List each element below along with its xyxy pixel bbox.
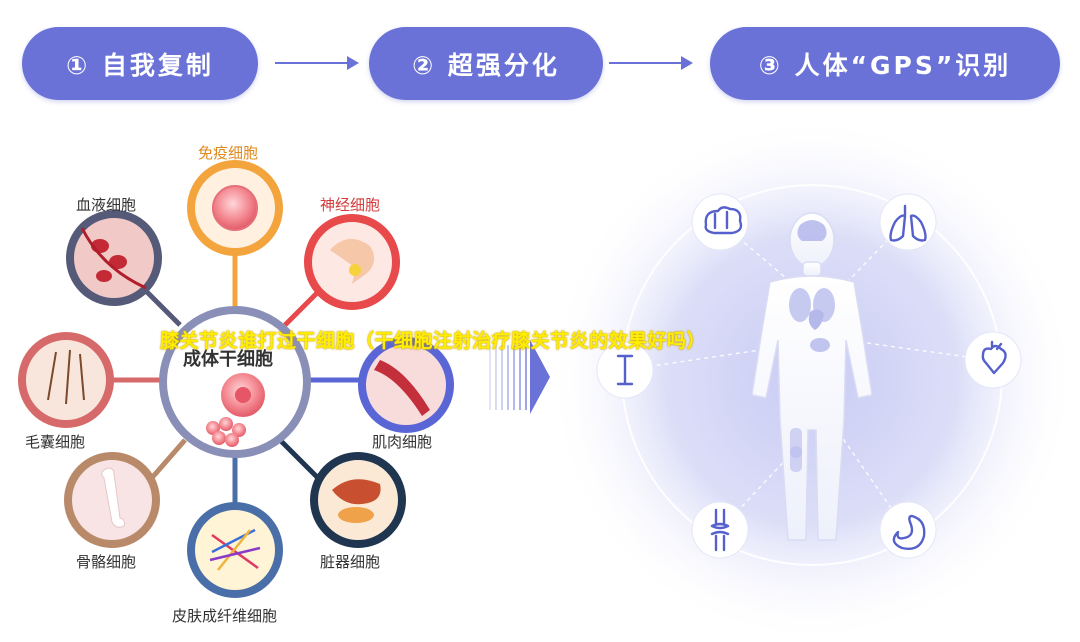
small-cells-icon [206, 417, 246, 447]
body-organs [789, 220, 835, 472]
label-skin-fibroblast: 皮肤成纤维细胞 [172, 607, 278, 625]
overlay-title: 膝关节炎谁打过干细胞（干细胞注射治疗膝关节炎的效果好吗） [160, 330, 707, 352]
step-label: ① 自我复制 [66, 50, 214, 80]
nerve-cell-icon [330, 238, 375, 284]
transition-arrowhead [530, 340, 550, 414]
brain-icon [704, 206, 743, 235]
heart-icon [981, 340, 1007, 375]
stomach-icon [892, 514, 926, 550]
step-self-replication: ① 自我复制 [22, 27, 258, 100]
label-immune-cell: 免疫细胞 [198, 144, 259, 162]
transition-arrow [489, 345, 527, 410]
bone-cell-icon [101, 467, 125, 528]
bone-icon [616, 354, 634, 386]
label-bone-cell: 骨骼细胞 [76, 553, 137, 571]
fiber-icon [209, 528, 261, 571]
label-adult-stem-cell: 成体干细胞 [183, 349, 273, 370]
muscle-cell-icon [374, 360, 430, 416]
hair-follicle-node [18, 332, 114, 428]
step-label: ② 超强分化 [412, 50, 560, 80]
lungs-icon [889, 204, 927, 242]
knee-joint-icon [710, 508, 730, 552]
liver-icon [332, 479, 381, 505]
organ-icons [596, 193, 1022, 559]
arrow-2 [609, 56, 693, 70]
immune-cell-icon [212, 185, 258, 231]
label-muscle-cell: 肌肉细胞 [372, 433, 433, 451]
label-organ-cell: 脏器细胞 [320, 553, 381, 571]
label-blood-cell: 血液细胞 [76, 196, 137, 214]
step-label: ③ 人体“GPS”识别 [758, 50, 1012, 80]
arrow-1 [275, 56, 359, 70]
label-hair-follicle: 毛囊细胞 [25, 433, 86, 451]
step-differentiation: ② 超强分化 [369, 27, 603, 100]
hair-follicle-icon [47, 349, 85, 405]
step-gps-recognition: ③ 人体“GPS”识别 [710, 27, 1060, 100]
label-nerve-cell: 神经细胞 [320, 196, 381, 214]
